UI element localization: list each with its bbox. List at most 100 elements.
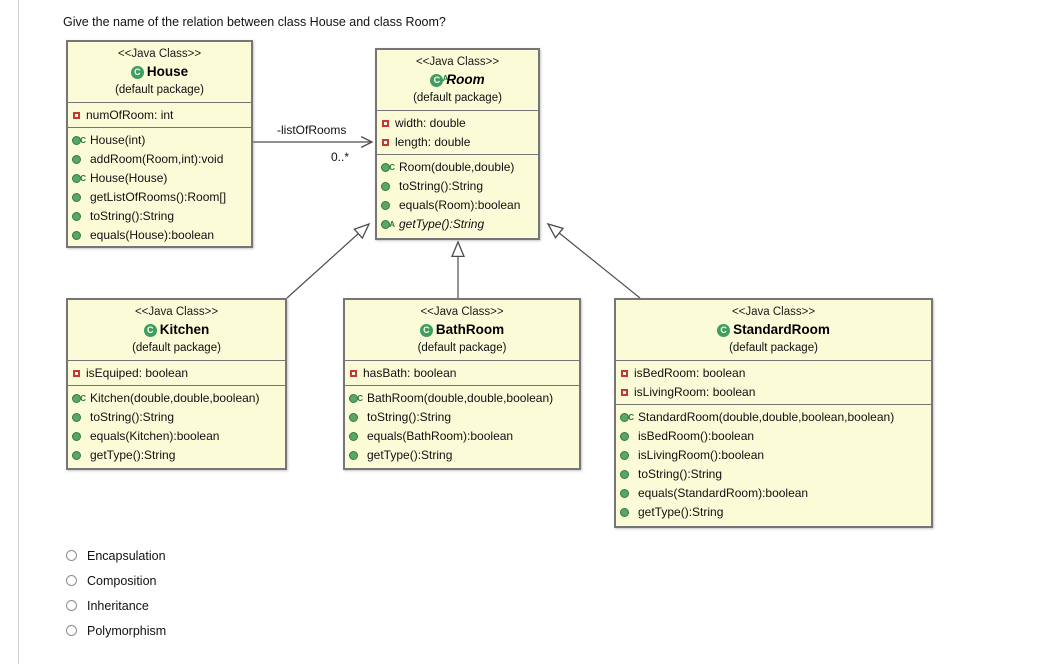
abstract-method-icon: A — [381, 218, 395, 231]
option-label: Inheritance — [87, 598, 149, 613]
stereotype-label: <<Java Class>> — [420, 306, 504, 318]
attributes-compartment: width: double length: double — [377, 110, 538, 154]
method-row: equals(House):boolean — [72, 226, 247, 245]
class-icon: C — [130, 65, 144, 79]
option-label: Polymorphism — [87, 623, 167, 638]
attribute-row: width: double — [381, 114, 534, 133]
class-name: House — [146, 64, 189, 79]
radio-option-inheritance[interactable]: Inheritance — [66, 593, 166, 618]
method-row: toString():String — [72, 408, 281, 427]
stereotype-label: <<Java Class>> — [415, 56, 500, 68]
method-row: equals(Room):boolean — [381, 196, 534, 215]
option-label: Composition — [87, 573, 157, 588]
method-row: toString():String — [349, 408, 575, 427]
method-row: equals(BathRoom):boolean — [349, 427, 575, 446]
public-method-icon — [349, 449, 362, 462]
radio-button-icon[interactable] — [66, 600, 77, 611]
class-box-standardroom: <<Java Class>> C StandardRoom (default p… — [614, 298, 933, 528]
radio-button-icon[interactable] — [66, 575, 77, 586]
radio-option-polymorphism[interactable]: Polymorphism — [66, 618, 166, 643]
private-field-icon — [73, 370, 80, 377]
page-left-border — [18, 0, 19, 664]
class-header: <<Java Class>> C House (default package) — [68, 42, 251, 102]
private-field-icon — [621, 370, 628, 377]
class-header: <<Java Class>> C StandardRoom (default p… — [616, 300, 931, 360]
class-box-house: <<Java Class>> C House (default package)… — [66, 40, 253, 248]
public-method-icon — [620, 449, 633, 462]
package-label: (default package) — [729, 342, 818, 354]
private-field-icon — [382, 120, 389, 127]
class-name: Kitchen — [159, 322, 210, 337]
public-method-icon — [72, 411, 85, 424]
package-label: (default package) — [115, 84, 204, 96]
radio-button-icon[interactable] — [66, 625, 77, 636]
class-header: <<Java Class>> C BathRoom (default packa… — [345, 300, 579, 360]
private-field-icon — [350, 370, 357, 377]
method-row: toString():String — [381, 177, 534, 196]
class-box-bathroom: <<Java Class>> C BathRoom (default packa… — [343, 298, 581, 470]
generalization-kitchen-room — [286, 222, 371, 299]
method-row: isLivingRoom():boolean — [620, 446, 927, 465]
method-row: equals(Kitchen):boolean — [72, 427, 281, 446]
method-row: getType():String — [620, 503, 927, 522]
generalization-standardroom-room — [546, 222, 641, 299]
attributes-compartment: isBedRoom: boolean isLivingRoom: boolean — [616, 360, 931, 404]
public-method-icon — [72, 430, 85, 443]
constructor-icon: C — [72, 134, 86, 147]
stereotype-label: <<Java Class>> — [134, 306, 219, 318]
private-field-icon — [621, 389, 628, 396]
stereotype-label: <<Java Class>> — [731, 306, 816, 318]
class-name: BathRoom — [435, 322, 505, 337]
method-row: isBedRoom():boolean — [620, 427, 927, 446]
attributes-compartment: hasBath: boolean — [345, 360, 579, 385]
attribute-row: isBedRoom: boolean — [620, 364, 927, 383]
attribute-row: numOfRoom: int — [72, 106, 247, 125]
constructor-icon: C — [620, 411, 634, 424]
class-icon: C — [717, 323, 731, 337]
class-name: StandardRoom — [733, 322, 830, 337]
public-method-icon — [72, 153, 85, 166]
method-row: toString():String — [72, 207, 247, 226]
attribute-row: isLivingRoom: boolean — [620, 383, 927, 402]
public-method-icon — [620, 430, 633, 443]
association-multiplicity-label: 0..* — [331, 150, 350, 164]
stereotype-label: <<Java Class>> — [117, 48, 202, 60]
radio-option-encapsulation[interactable]: Encapsulation — [66, 543, 166, 568]
attributes-compartment: numOfRoom: int — [68, 102, 251, 127]
package-label: (default package) — [417, 342, 507, 354]
class-box-kitchen: <<Java Class>> C Kitchen (default packag… — [66, 298, 287, 470]
private-field-icon — [382, 139, 389, 146]
package-label: (default package) — [132, 342, 221, 354]
radio-button-icon[interactable] — [66, 550, 77, 561]
public-method-icon — [349, 411, 362, 424]
radio-option-composition[interactable]: Composition — [66, 568, 166, 593]
option-label: Encapsulation — [87, 548, 166, 563]
question-text: Give the name of the relation between cl… — [63, 15, 446, 29]
constructor-icon: C — [349, 392, 363, 405]
method-row: getType():String — [349, 446, 575, 465]
method-row: getType():String — [72, 446, 281, 465]
public-method-icon — [620, 487, 633, 500]
association-role-label: -listOfRooms — [277, 123, 347, 137]
public-method-icon — [72, 210, 85, 223]
constructor-icon: C — [72, 172, 86, 185]
private-field-icon — [73, 112, 80, 119]
public-method-icon — [620, 468, 633, 481]
attribute-row: length: double — [381, 133, 534, 152]
method-row: toString():String — [620, 465, 927, 484]
package-label: (default package) — [413, 92, 502, 104]
method-row: addRoom(Room,int):void — [72, 150, 247, 169]
